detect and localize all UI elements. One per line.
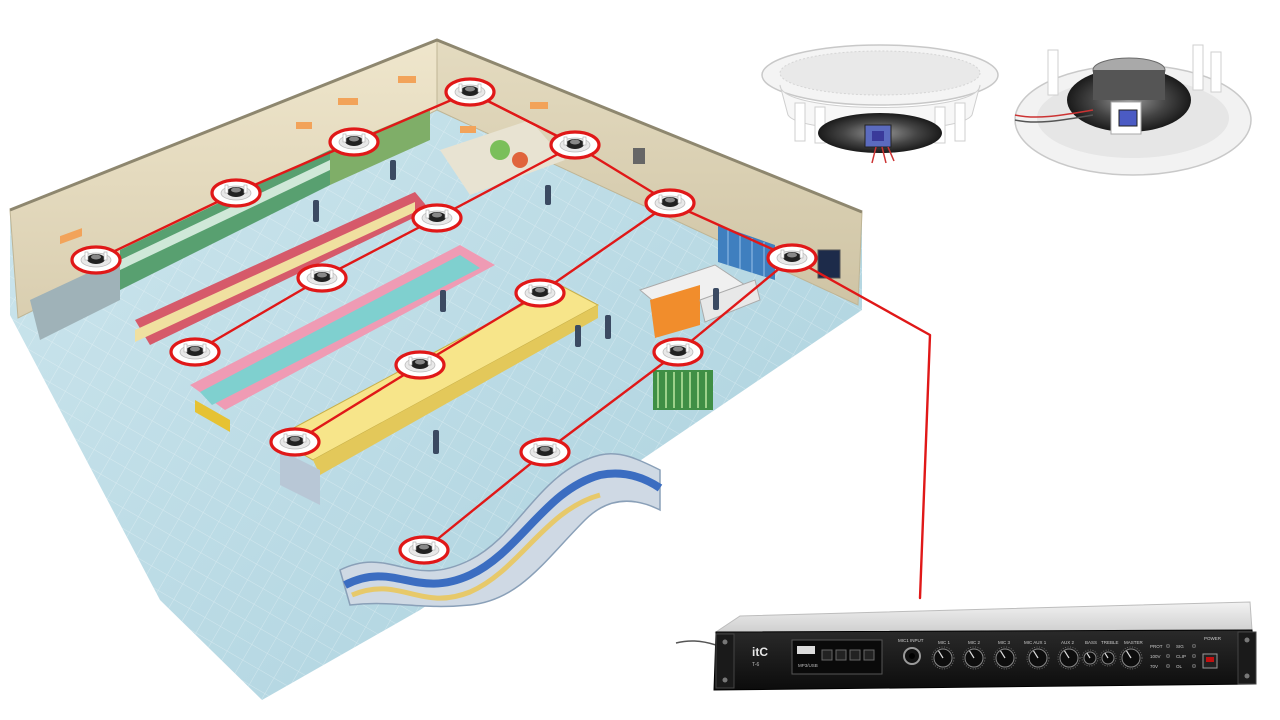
shoppers: [313, 160, 719, 454]
amp-knob: [1081, 649, 1099, 667]
indicator-label: 70V: [1150, 664, 1158, 669]
ceiling-speaker-icon: [169, 337, 221, 367]
ceiling-speaker-back-icon: [1014, 44, 1252, 176]
usb-port-label: MP3/USB: [798, 663, 818, 668]
master-label: MASTER: [1124, 640, 1144, 645]
mic3-label: MIC 3: [998, 640, 1010, 645]
wire-run-3: [193, 143, 577, 354]
checkout-counters: [638, 264, 761, 410]
indicator-label: 100V: [1150, 654, 1161, 659]
posters: [633, 148, 841, 279]
amp-knob: [1026, 646, 1050, 670]
indicator-label: OL: [1176, 664, 1183, 669]
ceiling-speaker-icon: [644, 188, 696, 218]
wire-run-4: [293, 201, 672, 444]
wall-signs: [60, 76, 548, 245]
amp-knob: [1099, 649, 1117, 667]
indicator-label: CLIP: [1176, 654, 1186, 659]
indicator-led: [1165, 643, 1171, 649]
amp-knob: [1119, 646, 1143, 670]
ceiling-speakers: [70, 77, 818, 565]
ceiling-speaker-icon: [766, 243, 818, 273]
wire-run-5: [422, 256, 794, 552]
amp-indicators: PROT 100V 70V SIG CLIP OL: [1150, 643, 1197, 669]
power-label: POWER: [1204, 636, 1222, 641]
ceiling-speaker-icon: [514, 278, 566, 308]
ceiling-speaker-front-icon: [761, 44, 999, 164]
mic-aux1-label: MIC AUX 1: [1024, 640, 1047, 645]
ceiling-speaker-icon: [210, 178, 262, 208]
ceiling-speaker-icon: [398, 535, 450, 565]
indicator-led: [1191, 653, 1197, 659]
indicator-led: [1191, 643, 1197, 649]
amp-knob: [931, 646, 955, 670]
mp3-player-module: MP3/USB: [791, 639, 883, 675]
mic1-input-label: MIC1 INPUT: [898, 638, 924, 643]
ceiling-speaker-icon: [269, 427, 321, 457]
mixer-amplifier: itC T-6 MP3/USB MIC1 INPUT MIC 1 MIC 2 M…: [675, 601, 1257, 691]
indicator-led: [1165, 653, 1171, 659]
ceiling-speaker-icon: [519, 437, 571, 467]
amp-knob: [962, 646, 986, 670]
lockers: [718, 225, 775, 280]
ceiling-speaker-icon: [549, 130, 601, 160]
mic2-label: MIC 2: [968, 640, 980, 645]
amplifier-home-run: [790, 256, 932, 600]
indicator-led: [1191, 663, 1197, 669]
indicator-label: PROT: [1150, 644, 1163, 649]
treble-label: TREBLE: [1101, 640, 1119, 645]
amp-knob: [993, 646, 1017, 670]
amp-knobs: [931, 646, 1143, 670]
mic1-label: MIC 1: [938, 640, 950, 645]
ceiling-speaker-icon: [328, 127, 380, 157]
ceiling-speaker-icon: [411, 203, 463, 233]
amp-knob: [1057, 646, 1081, 670]
indicator-label: SIG: [1176, 644, 1184, 649]
indicator-led: [1165, 663, 1171, 669]
ceiling-speaker-icon: [70, 245, 122, 275]
aux2-label: AUX 2: [1061, 640, 1075, 645]
bass-label: BASS: [1085, 640, 1097, 645]
deli-counter: [339, 452, 663, 608]
wall-refrigerators: [30, 108, 430, 340]
ceiling-speaker-icon: [652, 337, 704, 367]
ceiling-speaker-icon: [394, 350, 446, 380]
ceiling-speaker-icon: [296, 263, 348, 293]
amp-model: T-6: [752, 662, 759, 668]
amp-brand: itC: [752, 645, 768, 659]
ceiling-speaker-icon: [444, 77, 496, 107]
